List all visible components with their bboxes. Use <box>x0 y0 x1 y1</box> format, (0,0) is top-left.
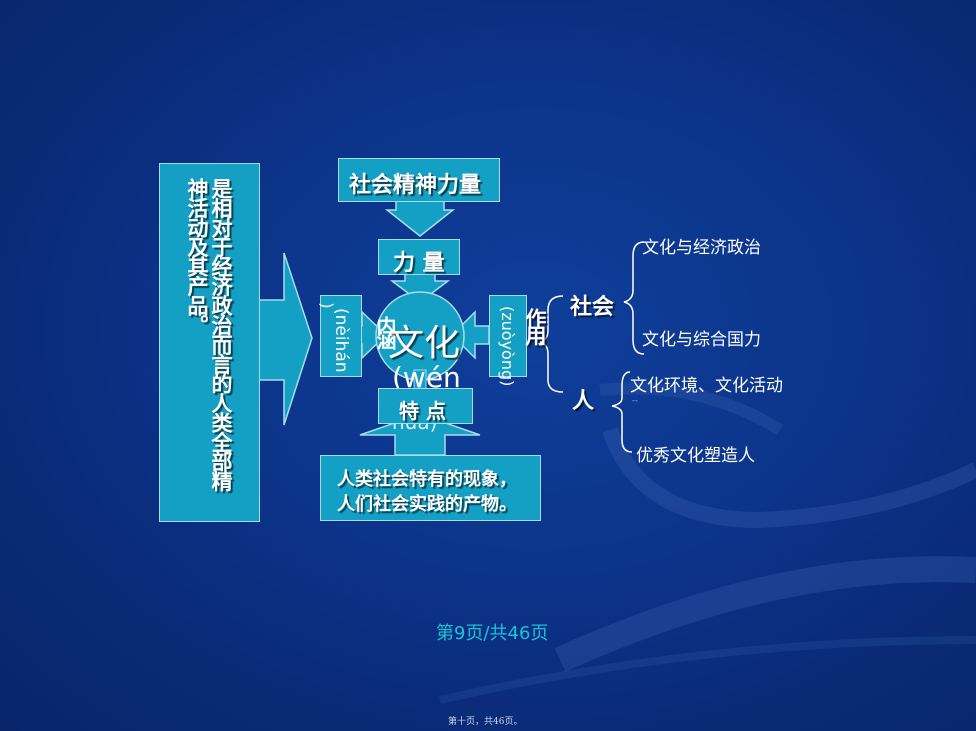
definition-box: 是相对于经济政治而言的人类全部精 神活动及其产品。 <box>159 163 260 522</box>
top-down-arrow <box>384 199 456 237</box>
person-brace <box>611 371 633 453</box>
connotation-label: 内涵 <box>373 316 397 344</box>
culture-label: 文化 <box>388 323 461 364</box>
characteristics-line-1: 人类社会特有的现象， <box>337 469 517 490</box>
definition-arrow <box>257 252 313 426</box>
person-item-marker: -- <box>632 396 638 405</box>
effect-label: 作用 <box>523 308 547 342</box>
society-label: 社会 <box>570 294 615 320</box>
characteristics-box: 人类社会特有的现象， 人们社会实践的产物。 <box>320 455 541 521</box>
society-item-national-power: 文化与综合国力 <box>642 330 761 350</box>
footer-small-page-text: 第十页，共46页。 <box>448 717 523 727</box>
page-number: 第9页/共46页 <box>436 623 549 644</box>
effect-pinyin: (zuòyòng) <box>498 306 517 387</box>
connotation-pinyin: (nèihán <box>331 308 351 373</box>
force-down-arrow <box>389 273 451 303</box>
feature-label: 特 点 <box>399 399 446 423</box>
society-item-economy-politics: 文化与经济政治 <box>642 238 761 258</box>
definition-col-1: 是相对于经济政治而言的人类全部精 <box>209 178 234 490</box>
social-spiritual-force-box: 社会精神力量 <box>338 158 500 202</box>
social-spiritual-force-label: 社会精神力量 <box>349 172 482 198</box>
effect-brace <box>539 295 564 393</box>
person-label: 人 <box>572 388 595 414</box>
society-brace <box>623 241 645 355</box>
definition-col-2: 神活动及其产品。 <box>185 178 210 334</box>
person-item-environment-activity: 文化环境、文化活动 <box>630 376 783 396</box>
effect-box: (zuòyòng) <box>489 295 527 386</box>
person-item-shape-people: 优秀文化塑造人 <box>636 446 755 466</box>
connotation-close-paren: ) <box>317 302 337 309</box>
feature-box: 特 点 <box>378 388 473 424</box>
force-box: 力 量 <box>378 239 460 276</box>
characteristics-line-2: 人们社会实践的产物。 <box>337 494 517 515</box>
connotation-box: (nèihán 内涵 ) <box>317 295 397 377</box>
bottom-up-arrow <box>359 413 481 456</box>
force-label: 力 量 <box>393 250 445 276</box>
